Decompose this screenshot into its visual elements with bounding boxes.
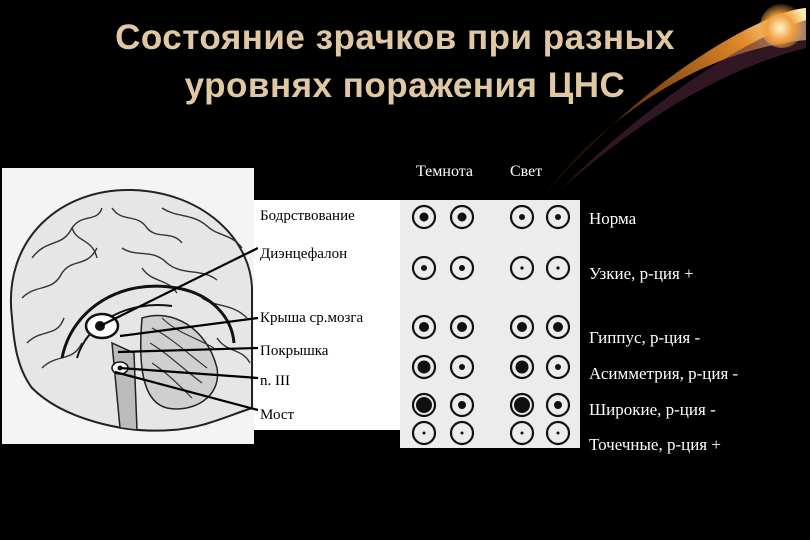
pupil-grid: [400, 200, 580, 448]
result-label-narrow: Узкие, р-ция +: [589, 264, 694, 283]
result-label-hippus: Гиппус, р-ция -: [589, 328, 701, 347]
title-line-1: Состояние зрачков при разных: [115, 18, 675, 57]
structure-label-tegmentum: Покрышка: [258, 342, 333, 360]
structure-label-n-iii: n. III: [258, 372, 294, 390]
result-label-normal: Норма: [589, 209, 637, 228]
result-label-wide: Широкие, р-ция -: [589, 400, 716, 419]
structure-label-wakefulness: Бодрствование: [258, 207, 359, 225]
result-label-pinpoint: Точечные, р-ция +: [589, 435, 721, 454]
structure-label-tectum: Крыша ср.мозга: [258, 309, 368, 327]
column-header-light: Свет: [510, 163, 543, 180]
title-line-2: уровнях поражения ЦНС: [184, 66, 626, 105]
structure-label-pons: Мост: [258, 406, 299, 424]
structure-label-diencephalon: Диэнцефалон: [258, 245, 352, 263]
result-label-asymmetry: Асимметрия, р-ция -: [589, 364, 739, 383]
column-header-dark: Темнота: [416, 163, 474, 180]
